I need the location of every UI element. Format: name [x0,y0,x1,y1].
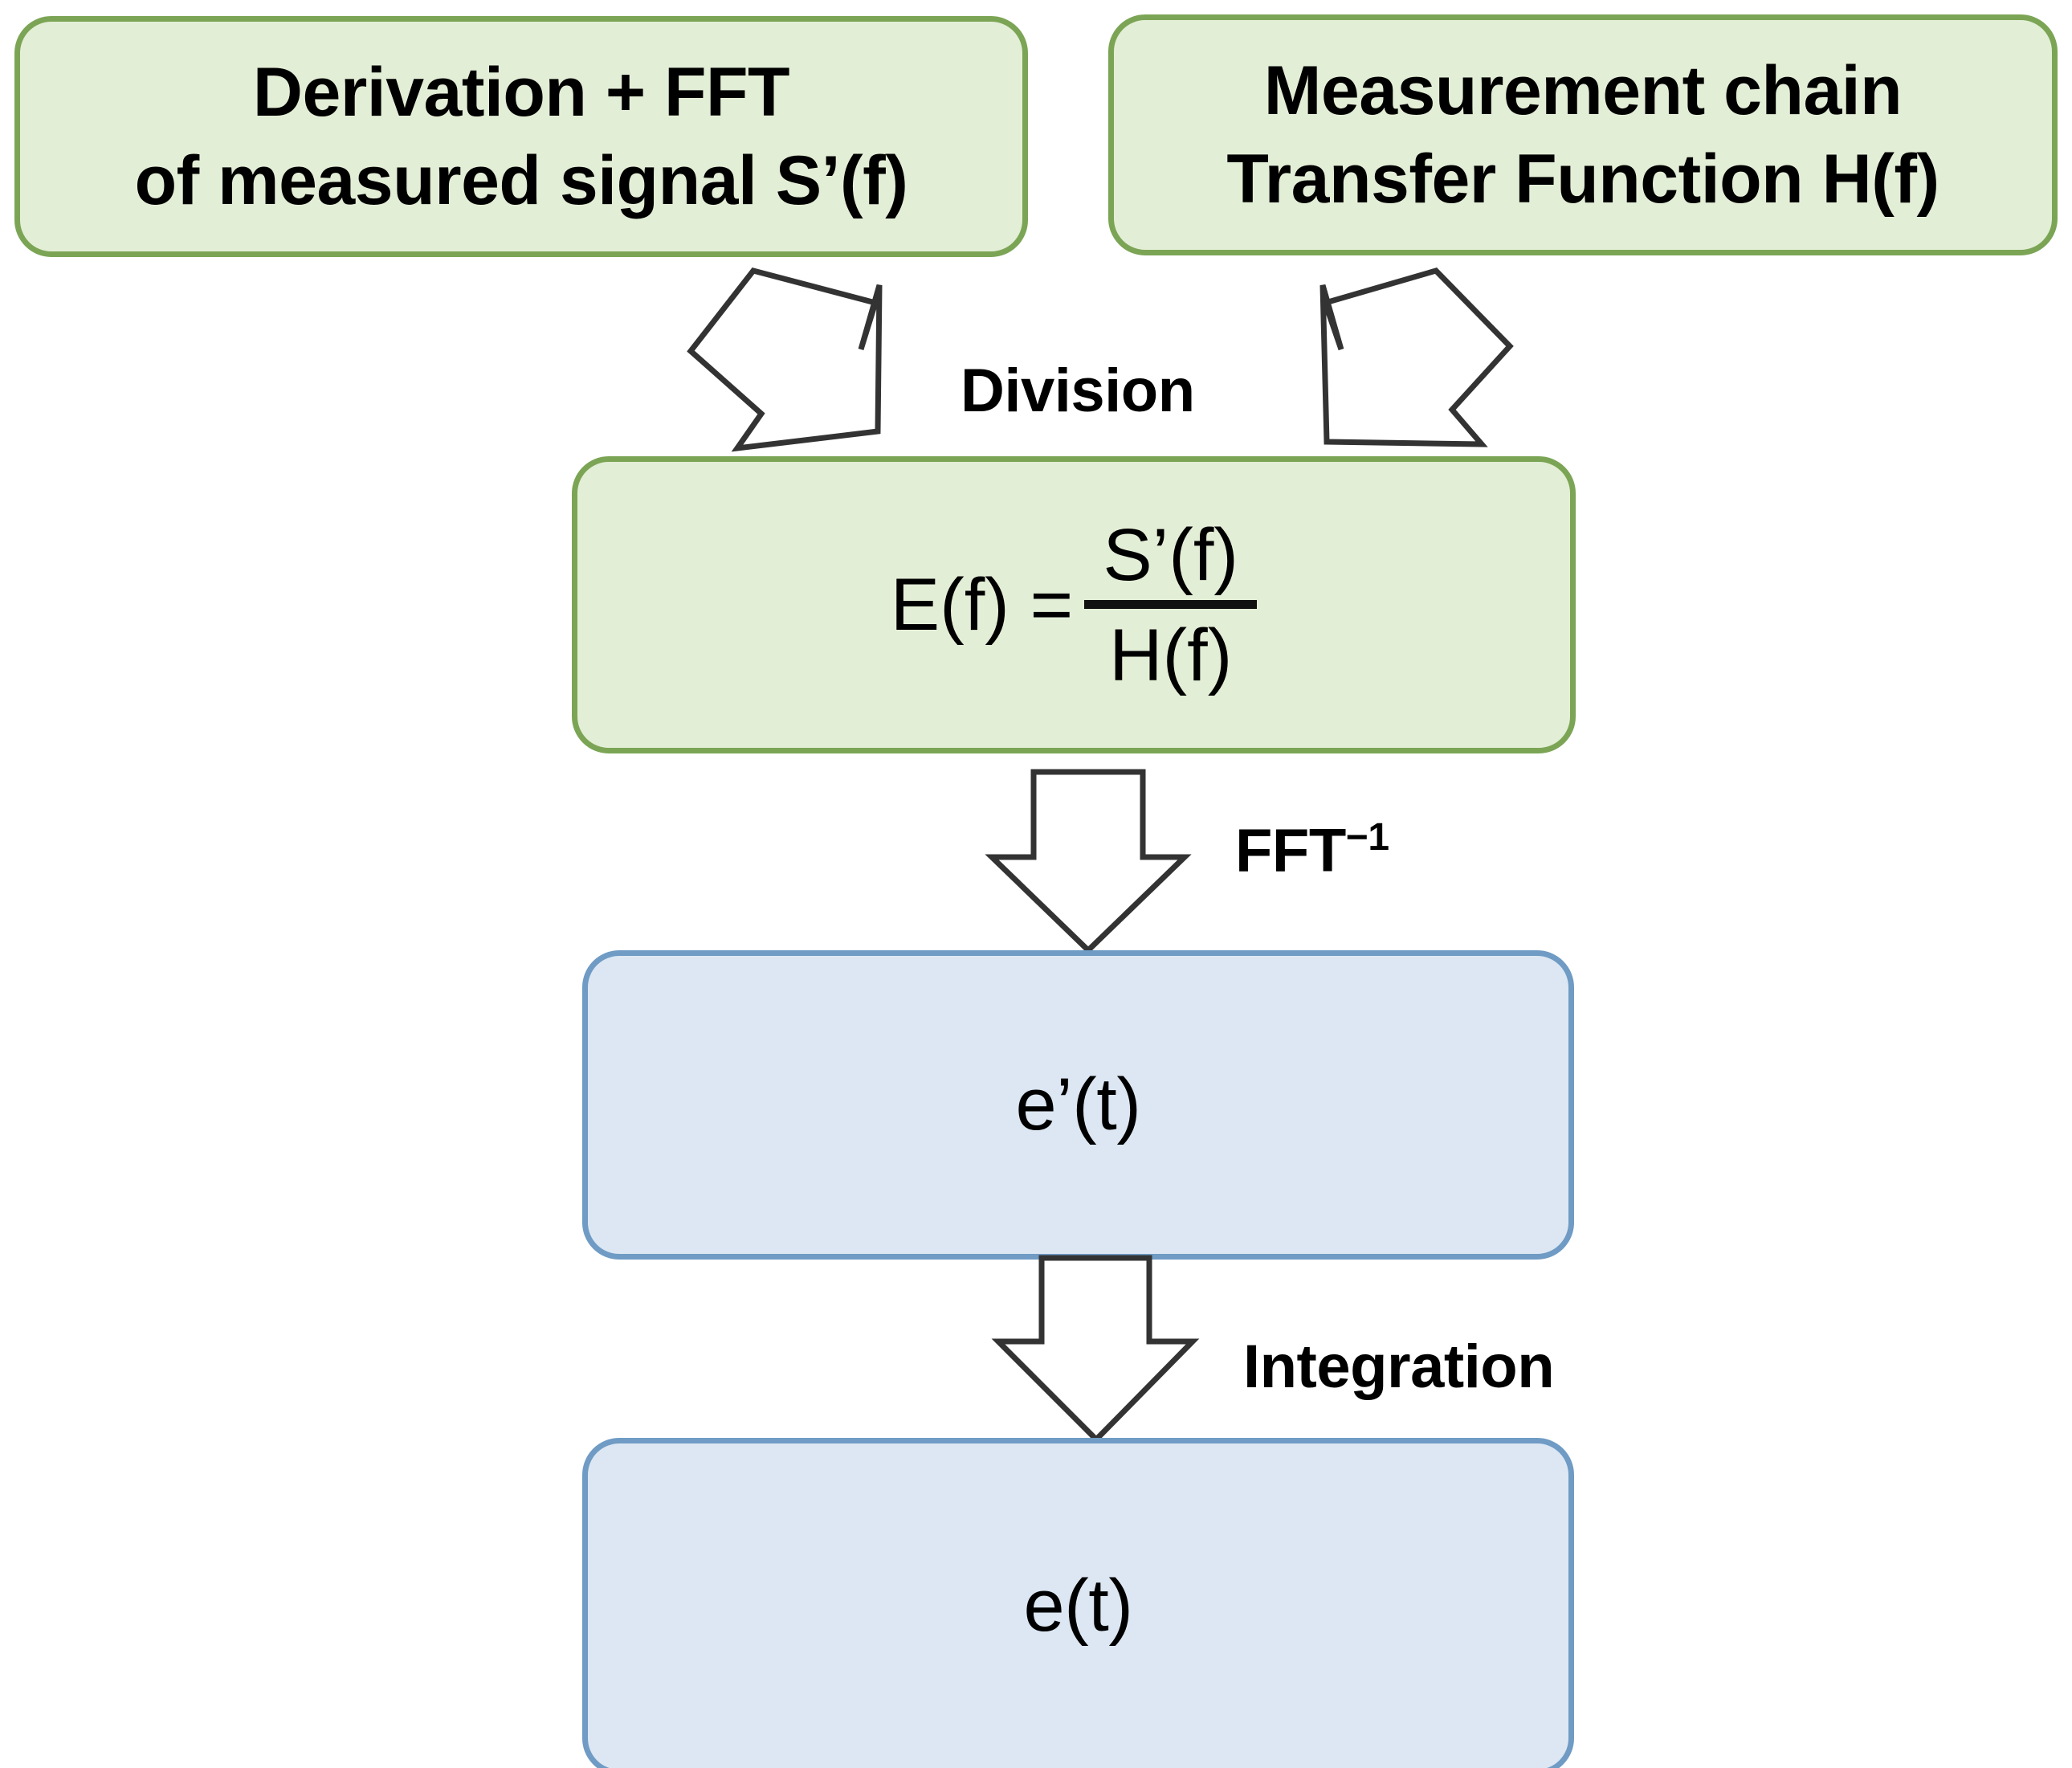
node-derivation-fft[interactable]: Derivation + FFT of measured signal S’(f… [14,16,1028,257]
arrow-diagonal-down-left-icon [1319,267,1514,447]
formula-denominator: H(f) [1109,614,1233,696]
edge-label-division: Division [961,356,1195,426]
edge-label-inverse-fft-exponent: −1 [1345,816,1389,859]
arrow-down-icon [991,1255,1200,1443]
node-measurement-chain[interactable]: Measurement chain Transfer Function H(f) [1108,14,2058,255]
arrow-diagonal-down-right-icon [687,267,883,452]
node-division-formula[interactable]: E(f) = S’(f) H(f) [572,456,1576,753]
node-e-prime-t[interactable]: e’(t) [582,950,1574,1260]
formula-numerator: S’(f) [1103,513,1239,596]
formula-expression: E(f) = S’(f) H(f) [890,513,1258,696]
formula-fraction-bar [1084,599,1258,609]
formula-lhs: E(f) = [890,563,1074,646]
edge-label-inverse-fft-base: FFT [1235,816,1346,885]
edge-label-integration-text: Integration [1243,1333,1555,1401]
arrow-down-icon [985,769,1192,954]
formula-fraction: S’(f) H(f) [1084,513,1258,696]
edge-label-inverse-fft: FFT−1 [1235,815,1389,885]
edge-label-integration: Integration [1243,1332,1555,1402]
node-derivation-fft-label: Derivation + FFT of measured signal S’(f… [134,53,908,219]
edge-label-division-text: Division [961,357,1195,425]
node-e-prime-t-label: e’(t) [1015,1063,1141,1145]
node-e-t[interactable]: e(t) [582,1438,1574,1768]
node-e-t-label: e(t) [1023,1565,1134,1648]
node-measurement-chain-label: Measurement chain Transfer Function H(f) [1226,51,1939,218]
